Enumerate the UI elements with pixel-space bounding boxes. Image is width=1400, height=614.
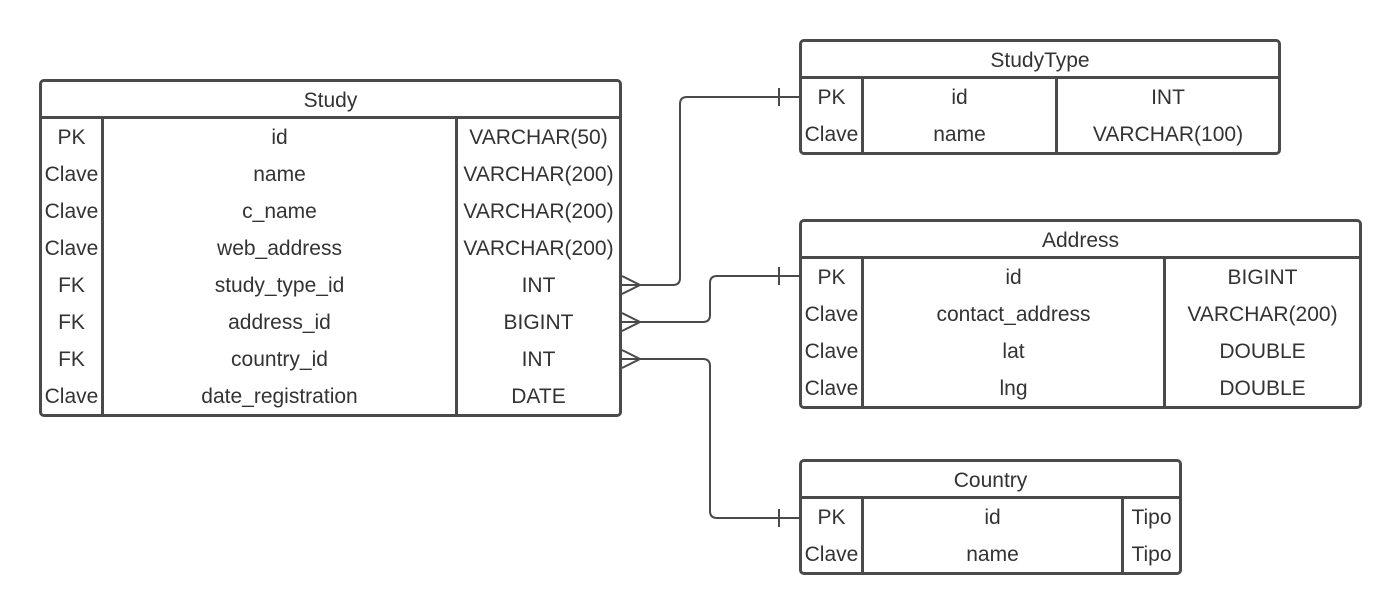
field-type-cell: VARCHAR(100): [1092, 123, 1244, 146]
table-row[interactable]: FK address_id BIGINT: [42, 304, 619, 341]
crowfoot-study-type: [621, 275, 641, 295]
key-cell: FK: [42, 341, 104, 378]
entity-title: StudyType: [802, 42, 1278, 79]
field-type-cell: INT: [521, 274, 556, 297]
table-row[interactable]: Clave lng DOUBLE: [802, 370, 1359, 407]
connector-study-type: [622, 96, 799, 286]
key-cell: Clave: [802, 333, 864, 370]
table-row[interactable]: Clave name VARCHAR(200): [42, 156, 619, 193]
key-cell: Clave: [42, 156, 104, 193]
key-cell: Clave: [802, 536, 864, 573]
field-name-cell: address_id: [104, 304, 458, 341]
field-name-cell: lat: [864, 333, 1166, 370]
field-type-cell: INT: [521, 348, 556, 371]
table-row[interactable]: PK id INT: [802, 79, 1278, 116]
key-cell: Clave: [802, 296, 864, 333]
field-name-cell: web_address: [104, 230, 458, 267]
field-type-cell: DOUBLE: [1219, 340, 1306, 363]
field-name-cell: id: [104, 119, 458, 156]
key-cell: PK: [802, 79, 864, 116]
crowfoot-address: [621, 312, 641, 332]
field-type-cell: Tipo: [1131, 543, 1172, 566]
field-type-cell: VARCHAR(200): [463, 163, 614, 186]
connector-country: [622, 358, 799, 519]
field-name-cell: id: [864, 499, 1124, 536]
field-type-cell: VARCHAR(50): [469, 126, 608, 149]
entity-country[interactable]: Country PK id Tipo Clave name Tipo: [799, 459, 1182, 575]
table-row[interactable]: FK country_id INT: [42, 341, 619, 378]
field-type-cell: BIGINT: [1227, 266, 1298, 289]
table-row[interactable]: Clave contact_address VARCHAR(200): [802, 296, 1359, 333]
entity-study[interactable]: Study PK id VARCHAR(50) Clave name VARCH…: [39, 79, 622, 417]
table-row[interactable]: Clave c_name VARCHAR(200): [42, 193, 619, 230]
field-name-cell: id: [864, 259, 1166, 296]
field-name-cell: name: [864, 116, 1058, 153]
key-cell: PK: [802, 259, 864, 296]
field-type-cell: DOUBLE: [1219, 377, 1306, 400]
field-name-cell: lng: [864, 370, 1166, 407]
field-type-cell: BIGINT: [503, 311, 574, 334]
table-row[interactable]: Clave name Tipo: [802, 536, 1179, 573]
key-cell: FK: [42, 304, 104, 341]
field-name-cell: name: [864, 536, 1124, 573]
key-cell: Clave: [42, 378, 104, 415]
table-row[interactable]: PK id Tipo: [802, 499, 1179, 536]
entity-address[interactable]: Address PK id BIGINT Clave contact_addre…: [799, 219, 1362, 409]
entity-studytype[interactable]: StudyType PK id INT Clave name VARCHAR(1…: [799, 39, 1281, 155]
field-type-cell: DATE: [511, 385, 566, 408]
crowfoot-country: [621, 349, 641, 369]
field-name-cell: c_name: [104, 193, 458, 230]
field-type-cell: Tipo: [1131, 506, 1172, 529]
field-type-cell: INT: [1151, 86, 1185, 109]
entity-title: Study: [42, 82, 619, 119]
field-type-cell: VARCHAR(200): [463, 200, 614, 223]
table-row[interactable]: Clave name VARCHAR(100): [802, 116, 1278, 153]
key-cell: Clave: [42, 193, 104, 230]
key-cell: PK: [802, 499, 864, 536]
field-name-cell: date_registration: [104, 378, 458, 415]
connector-address: [622, 275, 799, 323]
field-type-cell: VARCHAR(200): [463, 237, 614, 260]
table-row[interactable]: Clave lat DOUBLE: [802, 333, 1359, 370]
key-cell: Clave: [802, 116, 864, 153]
field-name-cell: id: [864, 79, 1058, 116]
table-row[interactable]: PK id VARCHAR(50): [42, 119, 619, 156]
table-row[interactable]: FK study_type_id INT: [42, 267, 619, 304]
table-row[interactable]: PK id BIGINT: [802, 259, 1359, 296]
entity-title: Address: [802, 222, 1359, 259]
key-cell: Clave: [42, 230, 104, 267]
key-cell: FK: [42, 267, 104, 304]
field-name-cell: name: [104, 156, 458, 193]
key-cell: Clave: [802, 370, 864, 407]
field-name-cell: country_id: [104, 341, 458, 378]
entity-title: Country: [802, 462, 1179, 499]
key-cell: PK: [42, 119, 104, 156]
table-row[interactable]: Clave web_address VARCHAR(200): [42, 230, 619, 267]
field-type-cell: VARCHAR(200): [1187, 303, 1338, 326]
field-name-cell: study_type_id: [104, 267, 458, 304]
field-name-cell: contact_address: [864, 296, 1166, 333]
table-row[interactable]: Clave date_registration DATE: [42, 378, 619, 415]
